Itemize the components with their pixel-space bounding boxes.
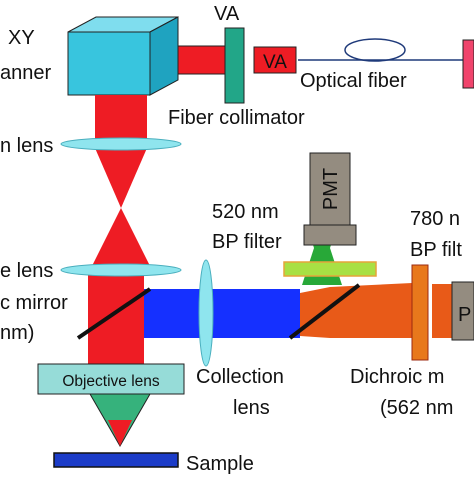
dichroic-right-label-2: (562 nm [380, 397, 453, 419]
sample-label: Sample [186, 453, 254, 474]
beam-to-objective [88, 272, 144, 364]
dichroic-left-label-2: nm) [0, 322, 34, 344]
fiber-laser-source [462, 39, 474, 89]
dichroic-right-label-1: Dichroic m [350, 366, 444, 388]
scan-lens [60, 137, 182, 151]
right-detector [451, 281, 474, 341]
objective-lens-label: Objective lens [62, 373, 160, 390]
dichroic-mirror-left [76, 287, 152, 340]
collection-lens-label-2: lens [233, 397, 270, 419]
filter-520-label-2: BP filter [212, 231, 282, 253]
beam-converging [95, 148, 147, 208]
fluorescence-beam [144, 289, 300, 338]
filter-780-label-2: BP filt [410, 239, 462, 261]
right-detector-label: P [458, 304, 471, 326]
filter-520-label-1: 520 nm [212, 201, 279, 223]
beam-diverging [91, 208, 151, 268]
collection-lens-label-1: Collection [196, 366, 284, 388]
va-top-label: VA [214, 3, 240, 25]
orange-beam [300, 283, 412, 338]
fiber-collimator [224, 27, 245, 104]
orange-beam-after-filter [432, 284, 452, 338]
focused-beam [108, 420, 132, 446]
beam-scanner-to-scan-lens [95, 95, 147, 140]
tube-lens [60, 263, 182, 277]
pmt-base [303, 224, 357, 246]
scan-lens-label: n lens [0, 135, 53, 157]
xy-scanner [67, 31, 151, 96]
filter-780nm [411, 264, 429, 361]
fiber-collimator-label: Fiber collimator [168, 107, 305, 129]
pmt-label: PMT [320, 168, 342, 210]
objective-lens [37, 363, 185, 395]
tube-lens-label: e lens [0, 260, 53, 282]
va-box-label: VA [263, 52, 287, 73]
dichroic-left-label-1: c mirror [0, 292, 68, 314]
collection-lens [198, 259, 214, 367]
sample [53, 452, 179, 468]
fiber-coil [344, 38, 406, 62]
xy-label: XY [8, 27, 35, 49]
dichroic-mirror-right [288, 283, 361, 340]
scanner-label: anner [0, 62, 51, 84]
va-box [253, 46, 297, 74]
filter-780-label-1: 780 n [410, 208, 460, 230]
optical-fiber-label: Optical fiber [300, 70, 407, 92]
filter-520nm [283, 261, 377, 277]
